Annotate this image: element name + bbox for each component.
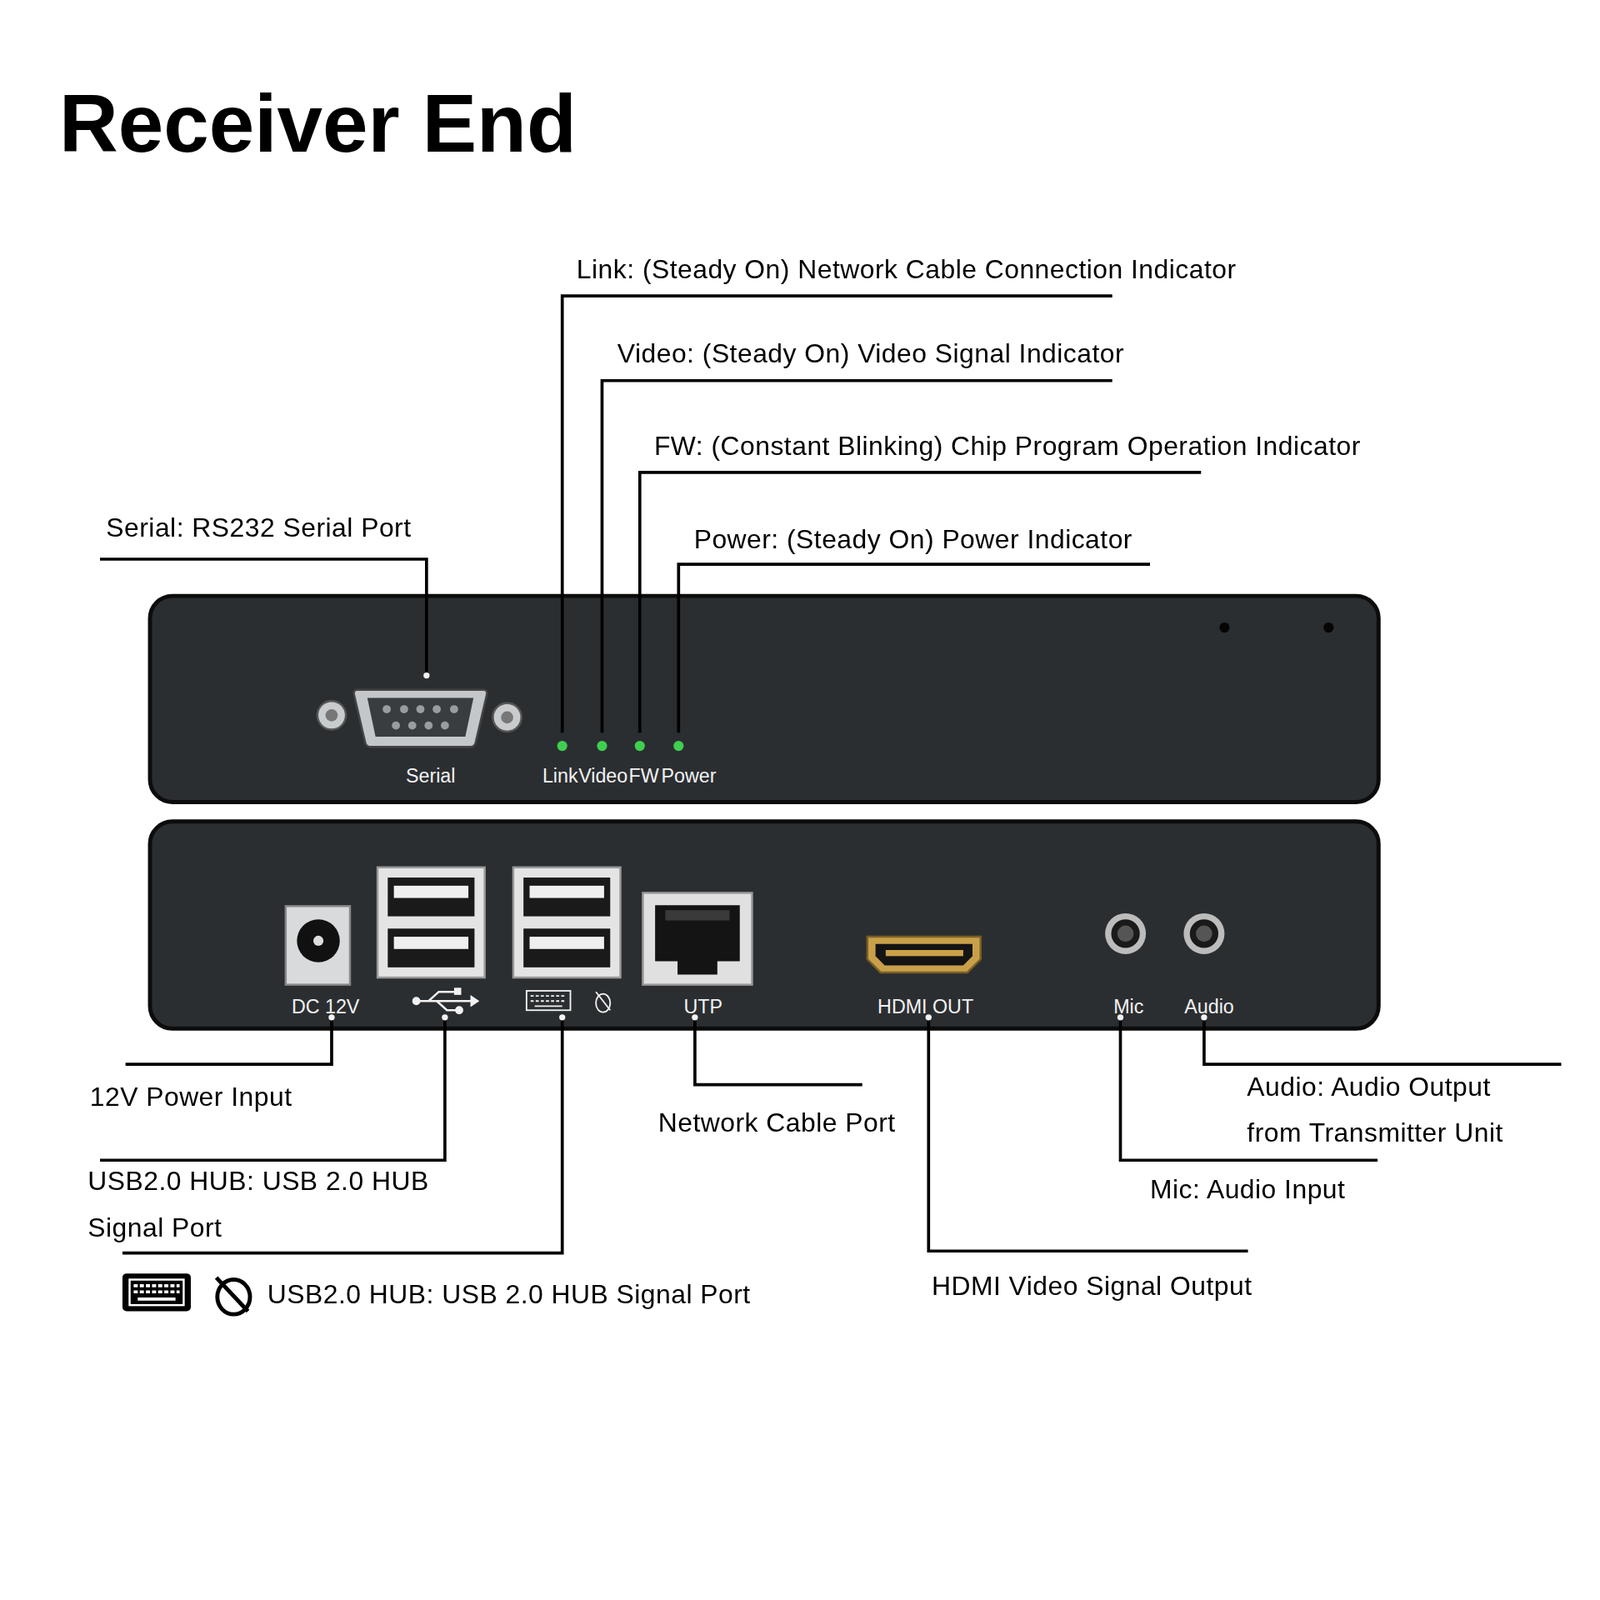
db9-connector [391, 721, 400, 730]
hdmi-port [867, 936, 981, 973]
db9-connector [400, 705, 409, 714]
dc-jack [313, 935, 324, 946]
leader-line [928, 1017, 1248, 1251]
callout-label: HDMI Video Signal Output [931, 1272, 1253, 1300]
keyboard-icon [130, 1280, 185, 1306]
callout-label: Link: (Steady On) Network Cable Connecti… [576, 255, 1237, 283]
callout-label: USB2.0 HUB: USB 2.0 HUB Signal Port [267, 1280, 751, 1308]
db9-connector [424, 721, 433, 730]
usb-stack [394, 936, 469, 950]
callout-label: 12V Power Input [90, 1083, 293, 1110]
port-label: Link [542, 766, 579, 786]
db9-connector [432, 705, 441, 714]
db9-connector [440, 721, 450, 730]
usb-stack [513, 867, 621, 978]
rj45-port [655, 905, 740, 975]
front-panel: Serial LinkVideoFWPower [148, 594, 1381, 805]
port-label: Audio [1184, 996, 1235, 1016]
leader-dot [925, 1014, 932, 1020]
status-leds [635, 740, 645, 751]
db9-connector [408, 721, 417, 730]
status-leds [596, 740, 607, 751]
db9-connector [416, 705, 425, 714]
usb-symbol [455, 989, 460, 995]
keyboard-icon [122, 1273, 191, 1311]
db9-connector [325, 709, 339, 722]
db9-connector [354, 690, 488, 748]
port-label: Serial [405, 766, 455, 786]
usb-stack [523, 877, 610, 917]
status-leds [673, 740, 684, 751]
usb-stack [387, 928, 475, 968]
status-leds [557, 740, 568, 751]
port-label: Video [578, 766, 628, 786]
audio-jacks [1190, 919, 1219, 948]
port-label: UTP [683, 996, 723, 1016]
port-label: Power [661, 766, 717, 786]
audio-jacks [1117, 925, 1135, 943]
db9-connector [317, 700, 346, 730]
usb-stack [394, 885, 469, 899]
callout-label: Network Cable Port [658, 1109, 896, 1136]
port-label: Mic [1113, 996, 1144, 1016]
port-label: FW [629, 766, 660, 786]
db9-connector [492, 703, 521, 732]
usb-symbol [413, 998, 420, 1005]
callout-label: Power: (Steady On) Power Indicator [694, 525, 1133, 553]
usb-stack [377, 867, 485, 978]
port-label: DC 12V [291, 996, 360, 1016]
audio-jacks [1195, 925, 1213, 943]
hdmi-port [875, 944, 973, 966]
leader-line [100, 295, 1561, 1254]
leader-dot [559, 1014, 565, 1020]
callout-label: FW: (Constant Blinking) Chip Program Ope… [654, 432, 1361, 460]
callout-label: USB2.0 HUB: USB 2.0 HUB Signal Port [87, 1157, 475, 1252]
leader-dot [1117, 1014, 1124, 1020]
rj45-port [665, 910, 730, 920]
mouse-icon [216, 1277, 250, 1315]
db9-connector [367, 698, 474, 738]
keyboard-icon [133, 1290, 180, 1294]
dc-jack [285, 905, 350, 985]
rj45-port [642, 892, 752, 985]
hdmi-port [885, 950, 964, 956]
audio-jacks [1105, 913, 1146, 955]
leader-dot [423, 672, 430, 679]
audio-jacks [1183, 913, 1225, 955]
usb-symbol [455, 1007, 462, 1014]
usb-stack [530, 885, 605, 899]
callout-label: Serial: RS232 Serial Port [105, 514, 411, 541]
audio-jacks [1110, 919, 1140, 948]
leader-dot [441, 1014, 448, 1020]
usb-symbol [416, 1000, 472, 1002]
leader-dot [1200, 1014, 1207, 1020]
rj45-port [642, 892, 752, 985]
db9-connector [382, 705, 391, 714]
keyboard-icon [122, 1273, 191, 1311]
callout-label: Audio: Audio Output from Transmitter Uni… [1246, 1064, 1553, 1156]
usb-stack [523, 928, 610, 968]
port-label: HDMI OUT [877, 996, 974, 1016]
db9-connector [500, 710, 514, 724]
usb-stack [530, 936, 605, 950]
keyboard-mouse-symbol [535, 1005, 563, 1007]
callout-label: Video: (Steady On) Video Signal Indicato… [617, 340, 1125, 367]
db9-connector [450, 705, 459, 714]
front-dots [1323, 622, 1334, 633]
hdmi-port [867, 936, 981, 973]
keyboard-icon [133, 1284, 180, 1288]
mouse-icon [216, 1277, 249, 1311]
leader-dot [691, 1014, 698, 1020]
callout-label: Mic: Audio Input [1150, 1175, 1345, 1203]
leader-dot [328, 1014, 335, 1020]
dc-jack [285, 905, 350, 985]
diagram-title: Receiver End [59, 83, 577, 165]
keyboard-icon [137, 1297, 175, 1301]
usb-stack [387, 877, 475, 917]
dc-jack [296, 919, 340, 962]
front-dots [1219, 622, 1230, 633]
